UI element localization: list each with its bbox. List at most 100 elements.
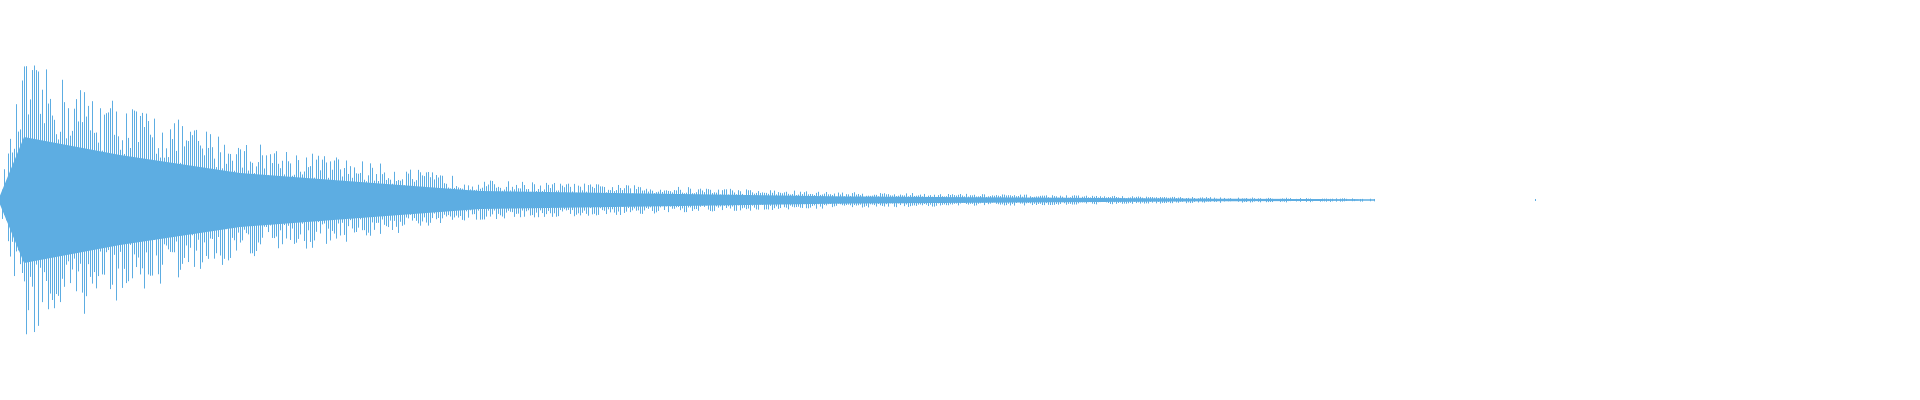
waveform-bar	[352, 177, 353, 229]
waveform-bar	[48, 103, 49, 310]
waveform-bar	[770, 190, 771, 206]
waveform-bar	[994, 195, 995, 203]
waveform-bar	[254, 173, 255, 257]
waveform-bar	[1342, 198, 1343, 202]
waveform-bar	[1070, 197, 1071, 204]
waveform-bar	[648, 191, 649, 209]
waveform-bar	[750, 190, 751, 211]
waveform-bar	[708, 189, 709, 210]
waveform-bar	[1214, 197, 1215, 202]
waveform-bar	[1042, 195, 1043, 206]
waveform-bar	[216, 167, 217, 254]
waveform-bar	[278, 163, 279, 249]
waveform-bar	[370, 163, 371, 236]
waveform-bar	[180, 162, 181, 270]
waveform-bar	[450, 188, 451, 217]
waveform-bar	[118, 136, 119, 269]
waveform-bar	[1038, 196, 1039, 204]
waveform-bars	[0, 65, 1536, 335]
waveform-bar	[722, 190, 723, 211]
waveform-bar	[958, 194, 959, 206]
waveform-bar	[1328, 198, 1329, 202]
waveform-bar	[1056, 196, 1057, 205]
waveform-bar	[960, 194, 961, 204]
waveform-bar	[452, 175, 453, 220]
waveform-bar	[258, 162, 259, 243]
waveform-bar	[1310, 198, 1311, 203]
waveform-bar	[1000, 196, 1001, 205]
waveform-bar	[556, 190, 557, 217]
waveform-bar	[1330, 198, 1331, 202]
waveform-bar	[1172, 196, 1173, 204]
waveform-bar	[338, 159, 339, 224]
waveform-bar	[138, 142, 139, 258]
waveform-bar	[46, 69, 47, 281]
waveform-bar	[1128, 197, 1129, 204]
waveform-bar	[410, 169, 411, 215]
waveform-bar	[1134, 197, 1135, 202]
waveform-bar	[1046, 195, 1047, 204]
waveform-bar	[792, 194, 793, 207]
waveform-bar	[1230, 198, 1231, 202]
waveform-bar	[230, 153, 231, 258]
waveform-bar	[464, 184, 465, 221]
waveform-bar	[434, 179, 435, 214]
waveform-bar	[132, 109, 133, 279]
waveform-bar	[376, 174, 377, 223]
waveform-bar	[104, 114, 105, 275]
waveform-bar	[1044, 195, 1045, 206]
waveform-bar	[596, 184, 597, 216]
waveform-bar	[1126, 198, 1127, 204]
waveform-bar	[1296, 198, 1297, 202]
waveform-bar	[1108, 197, 1109, 203]
waveform-bar	[932, 196, 933, 207]
waveform-bar	[636, 189, 637, 211]
waveform-bar	[926, 196, 927, 205]
waveform-bar	[1346, 198, 1347, 202]
waveform-bar	[558, 190, 559, 217]
waveform-bar	[1004, 194, 1005, 206]
waveform-bar	[706, 188, 707, 206]
waveform-bar	[736, 194, 737, 211]
waveform-bar	[486, 186, 487, 217]
waveform-bar	[68, 108, 69, 262]
waveform-bar	[234, 170, 235, 241]
waveform-bar	[238, 147, 239, 233]
waveform-bar	[164, 157, 165, 245]
waveform-bar	[1272, 198, 1273, 203]
waveform-bar	[334, 160, 335, 234]
waveform-bar	[552, 184, 553, 217]
waveform-bar	[810, 193, 811, 208]
waveform-bar	[744, 194, 745, 208]
waveform-bar	[564, 187, 565, 210]
waveform-bar	[196, 129, 197, 251]
waveform-bar	[1266, 198, 1267, 203]
waveform-bar	[1032, 197, 1033, 206]
waveform-bar	[6, 180, 7, 221]
waveform-bar	[400, 180, 401, 222]
waveform-bar	[668, 190, 669, 213]
waveform-bar	[428, 171, 429, 226]
waveform-bar	[828, 194, 829, 205]
waveform-bar	[854, 192, 855, 206]
waveform-bar	[1068, 197, 1069, 204]
waveform-bar	[894, 194, 895, 207]
waveform-bar	[844, 196, 845, 206]
waveform-bar	[1258, 198, 1259, 202]
waveform-bar	[802, 194, 803, 208]
waveform-bar	[1326, 198, 1327, 202]
waveform-bar	[292, 175, 293, 229]
waveform-bar	[18, 131, 19, 251]
waveform-bar	[916, 195, 917, 206]
waveform-bar	[508, 181, 509, 211]
waveform-bar	[248, 170, 249, 235]
waveform-bar	[150, 134, 151, 276]
waveform-bar	[818, 191, 819, 205]
waveform-bar	[950, 194, 951, 205]
waveform-bar	[1116, 196, 1117, 204]
waveform-bar	[1362, 198, 1363, 202]
waveform-bar	[986, 196, 987, 203]
waveform-bar	[272, 163, 273, 238]
waveform-bar	[882, 193, 883, 206]
waveform-bar	[754, 193, 755, 208]
